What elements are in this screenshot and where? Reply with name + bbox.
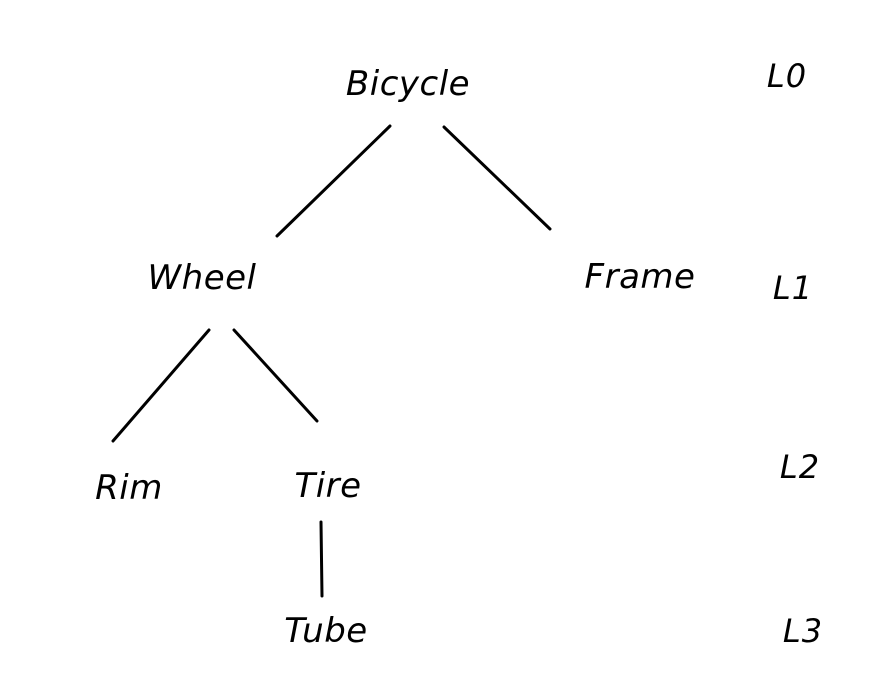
edge-bicycle-frame <box>442 125 552 231</box>
edge-wheel-rim <box>111 328 211 443</box>
node-tire[interactable]: Tire <box>294 466 362 506</box>
edge-tire-tube <box>319 520 324 598</box>
node-bicycle[interactable]: Bicycle <box>345 64 471 104</box>
node-rim[interactable]: Rim <box>95 468 163 508</box>
level-label-l2: L2 <box>779 448 821 486</box>
node-wheel[interactable]: Wheel <box>147 258 257 298</box>
node-frame[interactable]: Frame <box>584 257 696 297</box>
edge-wheel-tire <box>232 328 319 423</box>
level-label-l3: L3 <box>782 612 824 650</box>
level-label-l0: L0 <box>766 57 808 95</box>
level-label-l1: L1 <box>772 269 814 307</box>
node-tube[interactable]: Tube <box>284 611 368 651</box>
edge-bicycle-wheel <box>275 124 392 238</box>
